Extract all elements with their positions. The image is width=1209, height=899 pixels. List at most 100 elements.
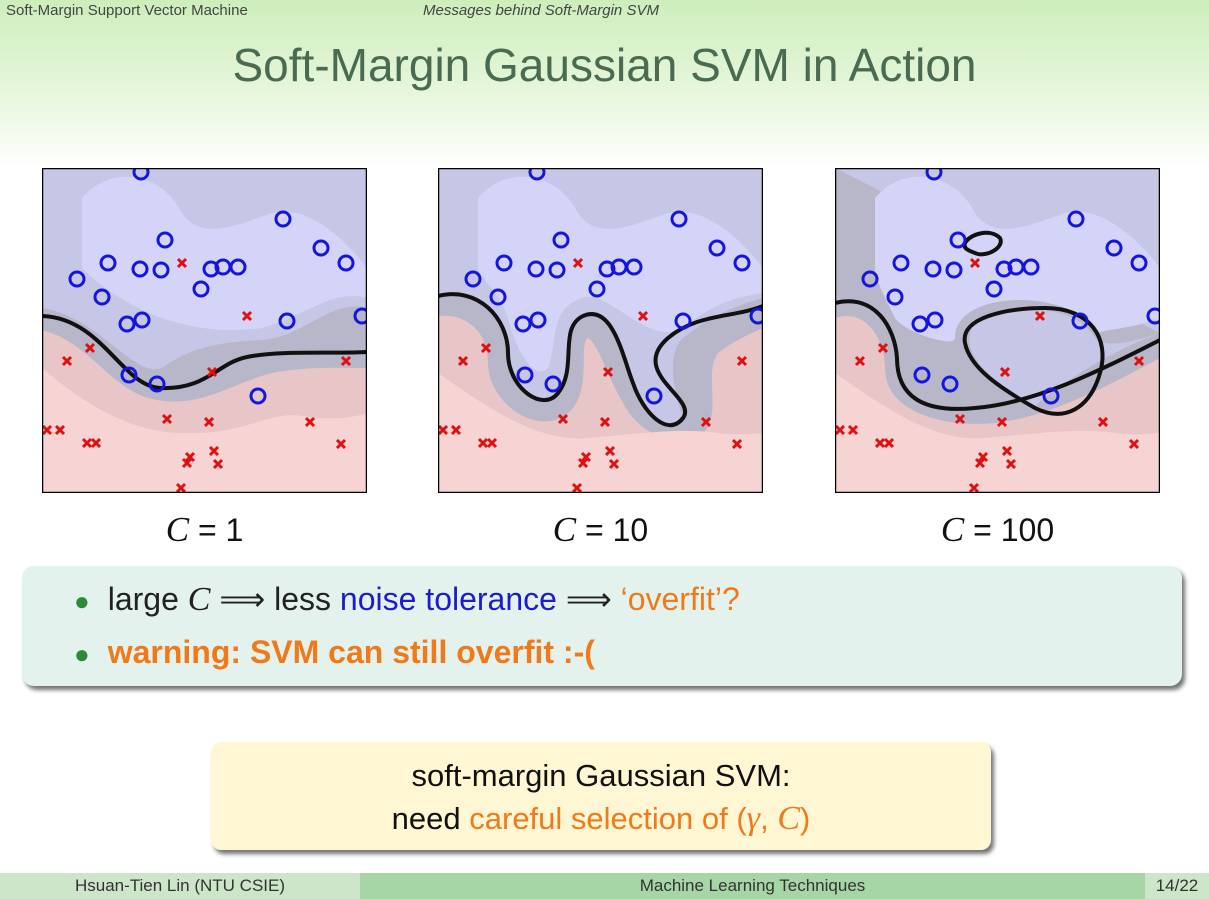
c-label-1: C = 1 — [165, 510, 244, 549]
positive-example — [464, 270, 482, 288]
negative-example — [176, 257, 188, 269]
positive-example — [148, 375, 166, 393]
negative-example — [608, 458, 620, 470]
positive-example — [1105, 239, 1123, 257]
negative-example — [241, 310, 253, 322]
negative-example — [572, 257, 584, 269]
positive-example — [670, 210, 688, 228]
negative-example — [577, 457, 589, 469]
positive-example — [733, 254, 751, 272]
negative-example — [54, 424, 66, 436]
positive-example — [68, 270, 86, 288]
plot-c100 — [835, 168, 1160, 493]
decision-boundary — [835, 299, 1160, 411]
positive-example — [926, 311, 944, 329]
negative-example — [486, 437, 498, 449]
negative-example — [974, 457, 986, 469]
plot-c10 — [438, 168, 763, 493]
negative-example — [604, 445, 616, 457]
positive-example — [93, 288, 111, 306]
negative-example — [340, 355, 352, 367]
negative-example — [61, 355, 73, 367]
positive-example — [156, 231, 174, 249]
positive-example — [892, 254, 910, 272]
negative-example — [968, 482, 980, 493]
plot-c1 — [42, 168, 367, 493]
negative-example — [731, 438, 743, 450]
negative-example — [599, 416, 611, 428]
positive-example — [337, 254, 355, 272]
positive-example — [588, 280, 606, 298]
c-label-100: C = 100 — [940, 510, 1055, 549]
positive-example — [1146, 307, 1160, 325]
negative-example — [335, 438, 347, 450]
positive-example — [861, 270, 879, 288]
red-region — [438, 373, 763, 493]
negative-example — [1001, 445, 1013, 457]
positive-example — [1130, 254, 1148, 272]
red-region — [42, 368, 367, 493]
negative-example — [480, 342, 492, 354]
positive-example — [941, 375, 959, 393]
positive-example — [886, 288, 904, 306]
positive-example — [552, 231, 570, 249]
negative-example — [161, 413, 173, 425]
positive-example — [120, 366, 138, 384]
negative-example — [84, 342, 96, 354]
positive-example — [985, 280, 1003, 298]
negative-example — [184, 451, 196, 463]
header-subsection: Messages behind Soft-Margin SVM — [423, 2, 659, 19]
red-region — [835, 373, 1160, 493]
negative-example — [877, 342, 889, 354]
positive-example — [132, 168, 150, 181]
positive-example — [925, 168, 943, 181]
plot-frame — [438, 168, 763, 493]
negative-example — [835, 424, 846, 436]
negative-example — [438, 424, 449, 436]
decision-boundary — [42, 314, 367, 391]
negative-example — [571, 482, 583, 493]
blue-region — [82, 176, 367, 330]
positive-example — [514, 315, 532, 333]
negative-example — [557, 413, 569, 425]
positive-example — [152, 261, 170, 279]
negative-example — [450, 424, 462, 436]
positive-example — [489, 288, 507, 306]
positive-example — [1067, 210, 1085, 228]
negative-example — [175, 482, 187, 493]
positive-example — [528, 168, 546, 181]
positive-example — [131, 260, 149, 278]
positive-example — [202, 260, 220, 278]
negative-example — [977, 451, 989, 463]
bullet-1: ●large C ⟹ less noise tolerance ⟹ ‘overf… — [74, 581, 740, 618]
negative-example — [854, 355, 866, 367]
takeaway-line-2: need careful selection of (γ, C) — [391, 800, 811, 837]
takeaway-box: soft-margin Gaussian SVM: need careful s… — [211, 742, 991, 850]
header-section: Soft-Margin Support Vector Machine — [6, 2, 248, 19]
negative-example — [203, 416, 215, 428]
negative-example — [304, 416, 316, 428]
positive-example — [229, 258, 247, 276]
positive-example — [911, 315, 929, 333]
negative-example — [954, 413, 966, 425]
positive-example — [674, 312, 692, 330]
positive-example — [548, 261, 566, 279]
negative-example — [580, 451, 592, 463]
positive-example — [1071, 312, 1089, 330]
bullet-box: ●large C ⟹ less noise tolerance ⟹ ‘overf… — [22, 566, 1182, 686]
positive-example — [645, 387, 663, 405]
positive-example — [118, 315, 136, 333]
negative-example — [999, 366, 1011, 378]
positive-example — [1042, 387, 1060, 405]
decision-boundary — [962, 230, 1003, 257]
positive-example — [274, 210, 292, 228]
negative-example — [1128, 438, 1140, 450]
positive-example — [495, 254, 513, 272]
negative-example — [969, 257, 981, 269]
positive-example — [1022, 258, 1040, 276]
positive-example — [913, 366, 931, 384]
negative-example — [42, 424, 53, 436]
negative-example — [208, 445, 220, 457]
plot-frame — [42, 168, 367, 493]
negative-example — [996, 416, 1008, 428]
